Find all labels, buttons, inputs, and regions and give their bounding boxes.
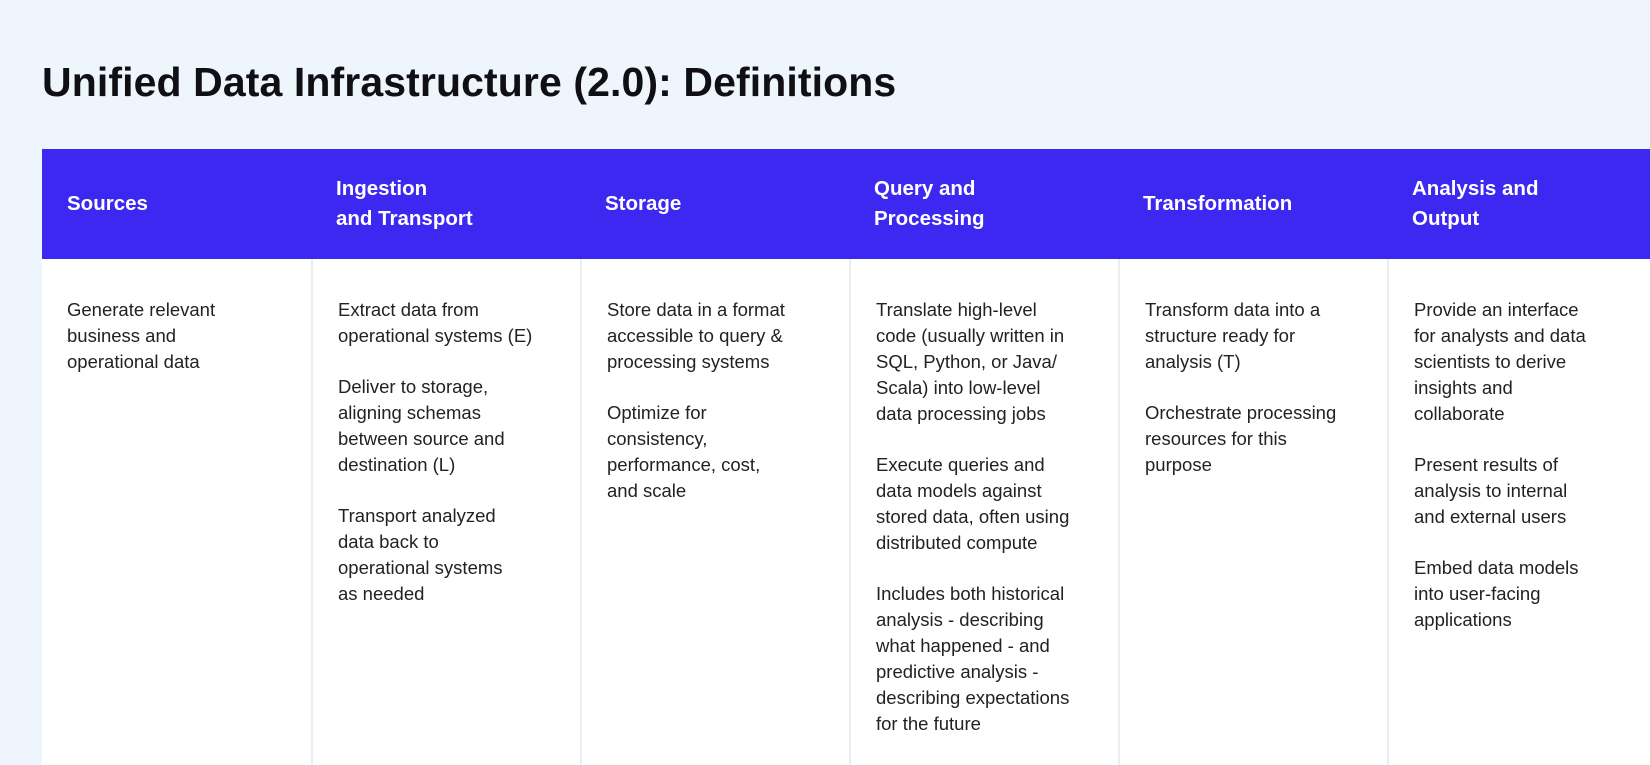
definition-text: Transport analyzed data back to operatio… bbox=[338, 505, 503, 604]
definition-text: Execute queries and data models against … bbox=[876, 454, 1070, 553]
column-header-storage: Storage bbox=[605, 192, 682, 215]
column-header-ingestion-transport: Ingestion and Transport bbox=[336, 177, 473, 230]
definition-text: Present results of analysis to internal … bbox=[1414, 454, 1568, 527]
column-body-transformation: Transform data into a structure ready fo… bbox=[1118, 259, 1387, 765]
column-header-query-processing: Query and Processing bbox=[874, 177, 985, 230]
definition-text: Store data in a format accessible to que… bbox=[607, 299, 785, 372]
column-header-transformation: Transformation bbox=[1143, 192, 1293, 215]
definition-text: Deliver to storage, aligning schemas bet… bbox=[338, 376, 505, 475]
table-body-row: Generate relevant business and operation… bbox=[42, 259, 1650, 765]
definition-text: Translate high-level code (usually writt… bbox=[876, 299, 1065, 424]
definition-text: Generate relevant business and operation… bbox=[67, 299, 216, 372]
column-body-analysis-output: Provide an interface for analysts and da… bbox=[1387, 259, 1650, 765]
table-header-row: Sources Ingestion and Transport Storage … bbox=[42, 149, 1650, 259]
column-header-analysis-output: Analysis and Output bbox=[1412, 177, 1539, 230]
column-body-query-processing: Translate high-level code (usually writt… bbox=[849, 259, 1118, 765]
definition-text: Provide an interface for analysts and da… bbox=[1414, 299, 1586, 424]
page-title: Unified Data Infrastructure (2.0): Defin… bbox=[42, 59, 897, 105]
definition-text: Includes both historical analysis - desc… bbox=[876, 583, 1070, 734]
definition-text: Optimize for consistency, performance, c… bbox=[607, 402, 761, 501]
definition-text: Transform data into a structure ready fo… bbox=[1145, 299, 1321, 372]
column-body-sources: Generate relevant business and operation… bbox=[42, 259, 311, 765]
definition-text: Extract data from operational systems (E… bbox=[338, 299, 533, 346]
column-header-sources: Sources bbox=[67, 192, 148, 215]
column-body-storage: Store data in a format accessible to que… bbox=[580, 259, 849, 765]
definitions-table: Sources Ingestion and Transport Storage … bbox=[42, 149, 1650, 765]
column-body-ingestion-transport: Extract data from operational systems (E… bbox=[311, 259, 580, 765]
definition-text: Orchestrate processing resources for thi… bbox=[1145, 402, 1337, 475]
definition-text: Embed data models into user-facing appli… bbox=[1414, 557, 1579, 630]
